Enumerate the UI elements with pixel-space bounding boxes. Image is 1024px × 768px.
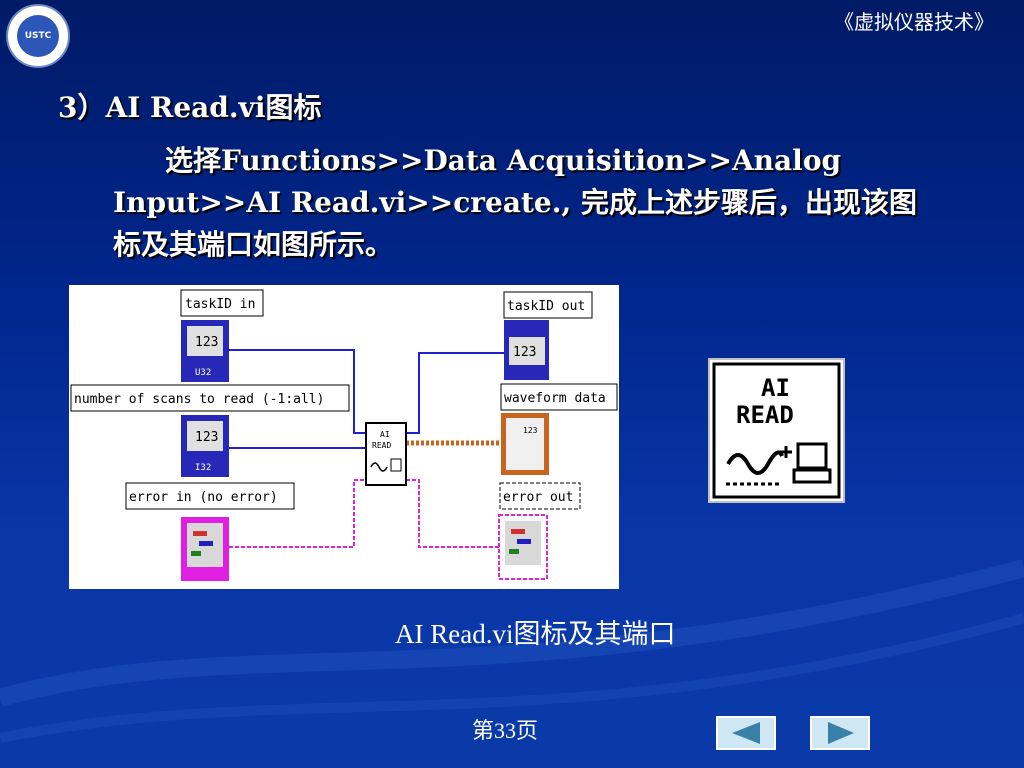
svg-text:U32: U32 bbox=[195, 368, 211, 378]
svg-text:AI: AI bbox=[761, 374, 790, 402]
error-out-terminal bbox=[498, 514, 548, 580]
university-seal-icon: USTC bbox=[17, 15, 59, 57]
num-scans-terminal: 123 I32 bbox=[181, 415, 229, 477]
waveform-label: waveform data bbox=[504, 391, 606, 406]
svg-text:I32: I32 bbox=[195, 463, 211, 473]
left-arrow-icon bbox=[732, 722, 760, 744]
num-scans-label: number of scans to read (-1:all) bbox=[74, 392, 324, 407]
svg-text:READ: READ bbox=[372, 441, 391, 450]
taskid-in-terminal: taskID in 123 U32 bbox=[180, 289, 264, 382]
ai-read-node: AI READ bbox=[365, 422, 407, 486]
page-number: 第33页 bbox=[472, 718, 539, 743]
paragraph-line-2: Input>>AI Read.vi>>create., 完成上述步骤后，出现该图 bbox=[113, 186, 917, 219]
svg-text:123: 123 bbox=[523, 426, 538, 435]
paragraph-line-1: 选择Functions>>Data Acquisition>>Analog bbox=[165, 144, 842, 177]
svg-text:READ: READ bbox=[736, 401, 794, 429]
taskid-out-label: taskID out bbox=[507, 299, 585, 314]
waveform-terminal: waveform data 123 bbox=[500, 383, 618, 475]
error-out-label: error out bbox=[503, 490, 573, 505]
course-title: 《虚拟仪器技术》 bbox=[834, 10, 994, 34]
next-slide-button[interactable] bbox=[810, 716, 870, 750]
block-diagram-image: taskID in 123 U32 number of scans to rea… bbox=[69, 285, 619, 589]
previous-slide-button[interactable] bbox=[716, 716, 776, 750]
slide-heading: 3）AI Read.vi图标 bbox=[58, 91, 322, 124]
ai-read-icon: AI READ bbox=[708, 358, 845, 503]
paragraph-line-3: 标及其端口如图所示。 bbox=[113, 228, 394, 261]
svg-text:123: 123 bbox=[513, 345, 536, 360]
right-arrow-icon bbox=[828, 722, 854, 744]
slide-paragraph: 选择Functions>>Data Acquisition>>Analog In… bbox=[113, 140, 973, 266]
figure-caption: AI Read.vi图标及其端口 bbox=[395, 619, 676, 649]
error-in-label: error in (no error) bbox=[129, 490, 278, 505]
university-logo: USTC bbox=[6, 4, 70, 68]
taskid-out-terminal: taskID out 123 bbox=[503, 291, 593, 380]
taskid-in-label: taskID in bbox=[185, 297, 255, 312]
error-in-terminal bbox=[181, 517, 229, 581]
svg-text:AI: AI bbox=[380, 430, 390, 439]
svg-text:123: 123 bbox=[195, 430, 218, 445]
svg-text:123: 123 bbox=[195, 335, 218, 350]
